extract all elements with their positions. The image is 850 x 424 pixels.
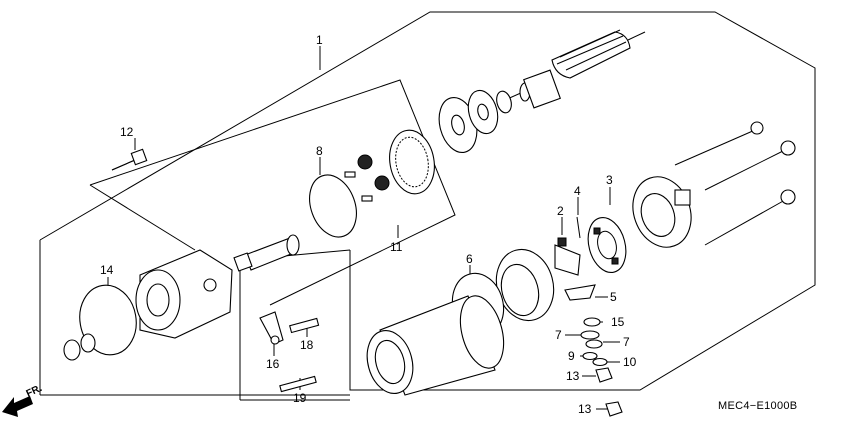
callout-12: 12 (120, 125, 134, 139)
callout-7b: 7 (623, 335, 630, 349)
washer-set-top (438, 89, 512, 153)
direction-label: FR. (25, 383, 44, 400)
callout-1: 1 (316, 33, 323, 47)
bracket-and-bolts (259, 311, 320, 393)
pinion-shaft (233, 234, 300, 272)
callout-19: 19 (293, 391, 307, 405)
terminal-hardware (564, 284, 623, 417)
housing (366, 248, 555, 396)
callout-5: 5 (610, 290, 617, 304)
callouts: 1 2 3 4 5 6 7 7 8 9 10 11 12 13 13 14 15… (100, 33, 637, 416)
callout-18: 18 (300, 338, 314, 352)
brush-holder (587, 217, 627, 273)
bolt-12 (111, 148, 148, 171)
front-direction-arrow: FR. (2, 383, 44, 417)
callout-11: 11 (390, 240, 403, 254)
callout-3: 3 (606, 173, 613, 187)
callout-7a: 7 (555, 328, 562, 342)
callout-2: 2 (557, 204, 564, 218)
brush-and-screw (554, 216, 581, 276)
planetary-gear-set (344, 129, 435, 202)
callout-13a: 13 (566, 369, 580, 383)
rear-cover (632, 176, 692, 248)
callout-9: 9 (568, 349, 575, 363)
o-ring-8 (309, 174, 357, 238)
callout-4: 4 (574, 184, 581, 198)
callout-14: 14 (100, 263, 114, 277)
callout-8: 8 (316, 144, 323, 158)
callout-15: 15 (611, 315, 625, 329)
through-bolts (674, 121, 796, 246)
callout-10: 10 (623, 355, 637, 369)
callout-16: 16 (266, 357, 280, 371)
callout-6: 6 (466, 252, 473, 266)
diagram-code: MEC4−E1000B (718, 400, 797, 412)
front-cover (63, 249, 233, 361)
armature (504, 29, 646, 109)
callout-13b: 13 (578, 402, 592, 416)
